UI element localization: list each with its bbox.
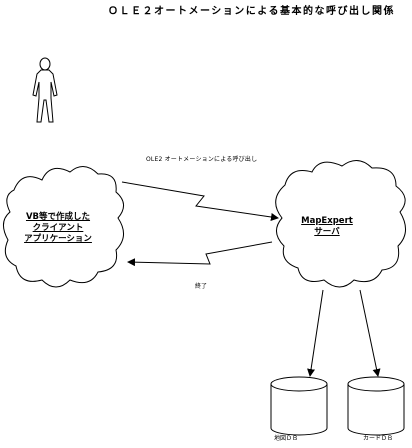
client-label-line2: クライアント [32, 223, 84, 233]
card-db-label: カードＤＢ [363, 435, 394, 442]
server-label-line1: MapExpert [301, 216, 353, 226]
client-cloud [3, 166, 124, 288]
end-arrow [127, 241, 273, 267]
map-db-label: 地図ＤＢ [274, 435, 299, 442]
call-arrow [121, 181, 279, 221]
end-message-label: 終了 [195, 283, 208, 290]
server-cloud [275, 160, 406, 288]
call-message-label: OLE2 オートメーションによる呼び出し [146, 156, 258, 163]
client-label-line1: VB等で作成した [25, 212, 91, 222]
connector-map-db [307, 289, 324, 377]
map-db-cylinder [270, 376, 328, 436]
page-title: ＯＬＥ２オートメーションによる基本的な呼び出し関係 [108, 6, 395, 17]
card-db-cylinder [347, 376, 405, 436]
server-label: MapExpert サーバ [282, 216, 372, 238]
client-label: VB等で作成した クライアント アプリケーション [8, 212, 108, 245]
server-label-line2: サーバ [314, 227, 340, 237]
client-label-line3: アプリケーション [24, 234, 92, 244]
person-icon [32, 57, 58, 123]
connector-card-db [359, 289, 381, 377]
